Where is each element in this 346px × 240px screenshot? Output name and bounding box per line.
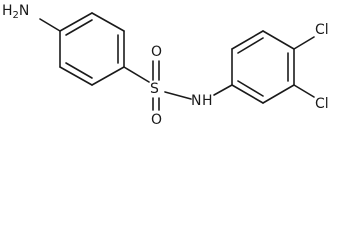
chlorine-substituents: Cl Cl	[293, 22, 329, 112]
sulfur-label: S	[150, 81, 159, 97]
nitrogen-label: N	[191, 93, 201, 109]
sulfonyl-group: S O O	[123, 44, 192, 128]
nh2-label: H2N	[2, 3, 29, 21]
right-benzene-ring	[231, 30, 295, 104]
oxygen-bottom-label: O	[151, 112, 162, 128]
amino-group: H2N	[2, 3, 61, 32]
chlorine-top-label: Cl	[315, 22, 329, 38]
oxygen-top-label: O	[151, 44, 162, 60]
hydrogen-label: H	[202, 93, 213, 109]
chlorine-bottom-label: Cl	[315, 96, 329, 112]
sulfonamide-nh: N H	[191, 84, 233, 109]
left-benzene-ring	[59, 12, 125, 86]
chemical-structure-diagram: H2N S O O N H Cl Cl	[2, 3, 329, 128]
